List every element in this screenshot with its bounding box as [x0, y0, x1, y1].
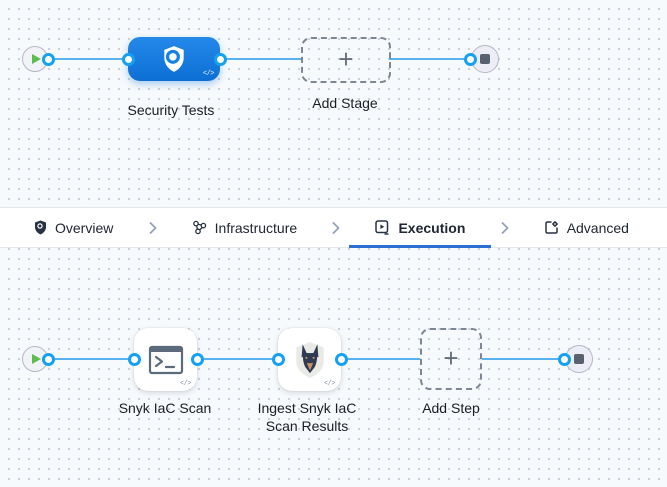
- add-stage-button[interactable]: +: [301, 37, 391, 83]
- step-connector-line: [341, 358, 420, 360]
- connector-port[interactable]: [121, 52, 135, 66]
- connector-port[interactable]: [334, 352, 348, 366]
- shield-icon: [34, 220, 47, 235]
- execution-play-icon: [375, 220, 390, 235]
- stage-node-security-tests[interactable]: </>: [128, 37, 220, 81]
- security-shield-icon: [161, 45, 187, 73]
- step-connector-line: [48, 358, 134, 360]
- tab-label: Overview: [55, 219, 114, 236]
- plus-icon: +: [443, 343, 459, 373]
- chevron-right-icon: [501, 208, 509, 247]
- snyk-dog-icon: [292, 340, 328, 380]
- tab-overview[interactable]: Overview: [8, 208, 139, 247]
- step-connector-line: [197, 358, 278, 360]
- connector-port[interactable]: [213, 52, 227, 66]
- tab-infrastructure[interactable]: Infrastructure: [166, 208, 323, 247]
- yaml-code-badge[interactable]: </>: [179, 380, 192, 388]
- play-icon: [32, 54, 41, 64]
- tab-label: Infrastructure: [214, 219, 298, 236]
- chevron-right-icon: [332, 208, 340, 247]
- stage-connector-line: [48, 58, 128, 60]
- step-node-snyk-iac-scan[interactable]: </>: [134, 328, 197, 391]
- plus-icon: +: [338, 44, 354, 74]
- stage-label: Security Tests: [127, 102, 215, 118]
- yaml-code-badge[interactable]: </>: [323, 380, 336, 388]
- terminal-icon: [148, 344, 184, 376]
- add-step-label: Add Step: [422, 400, 480, 416]
- connector-port[interactable]: [190, 352, 204, 366]
- step-label: Snyk IaC Scan: [118, 400, 212, 416]
- tab-execution[interactable]: Execution: [349, 208, 492, 248]
- yaml-code-badge[interactable]: </>: [202, 70, 215, 78]
- add-step-button[interactable]: +: [420, 328, 482, 390]
- step-node-ingest-snyk-results[interactable]: </>: [278, 328, 341, 391]
- connector-port[interactable]: [557, 352, 571, 366]
- tab-label: Execution: [398, 219, 466, 236]
- advanced-gear-icon: [544, 220, 559, 235]
- stop-icon: [480, 54, 490, 64]
- connector-port[interactable]: [271, 352, 285, 366]
- add-stage-label: Add Stage: [312, 95, 378, 111]
- step-connector-line: [482, 358, 564, 360]
- connector-port[interactable]: [127, 352, 141, 366]
- tab-advanced[interactable]: Advanced: [518, 208, 655, 247]
- stop-icon: [574, 354, 584, 364]
- connector-port[interactable]: [41, 52, 55, 66]
- stage-config-tabbar: Overview Infrastructure: [0, 207, 667, 248]
- chevron-right-icon: [149, 208, 157, 247]
- connector-port[interactable]: [463, 52, 477, 66]
- tab-label: Advanced: [566, 219, 629, 236]
- step-label: Ingest Snyk IaC Scan Results: [257, 400, 357, 434]
- connector-port[interactable]: [41, 352, 55, 366]
- infrastructure-icon: [192, 220, 207, 235]
- stage-connector-line: [389, 58, 470, 60]
- stage-connector-line: [220, 58, 301, 60]
- play-icon: [32, 354, 41, 364]
